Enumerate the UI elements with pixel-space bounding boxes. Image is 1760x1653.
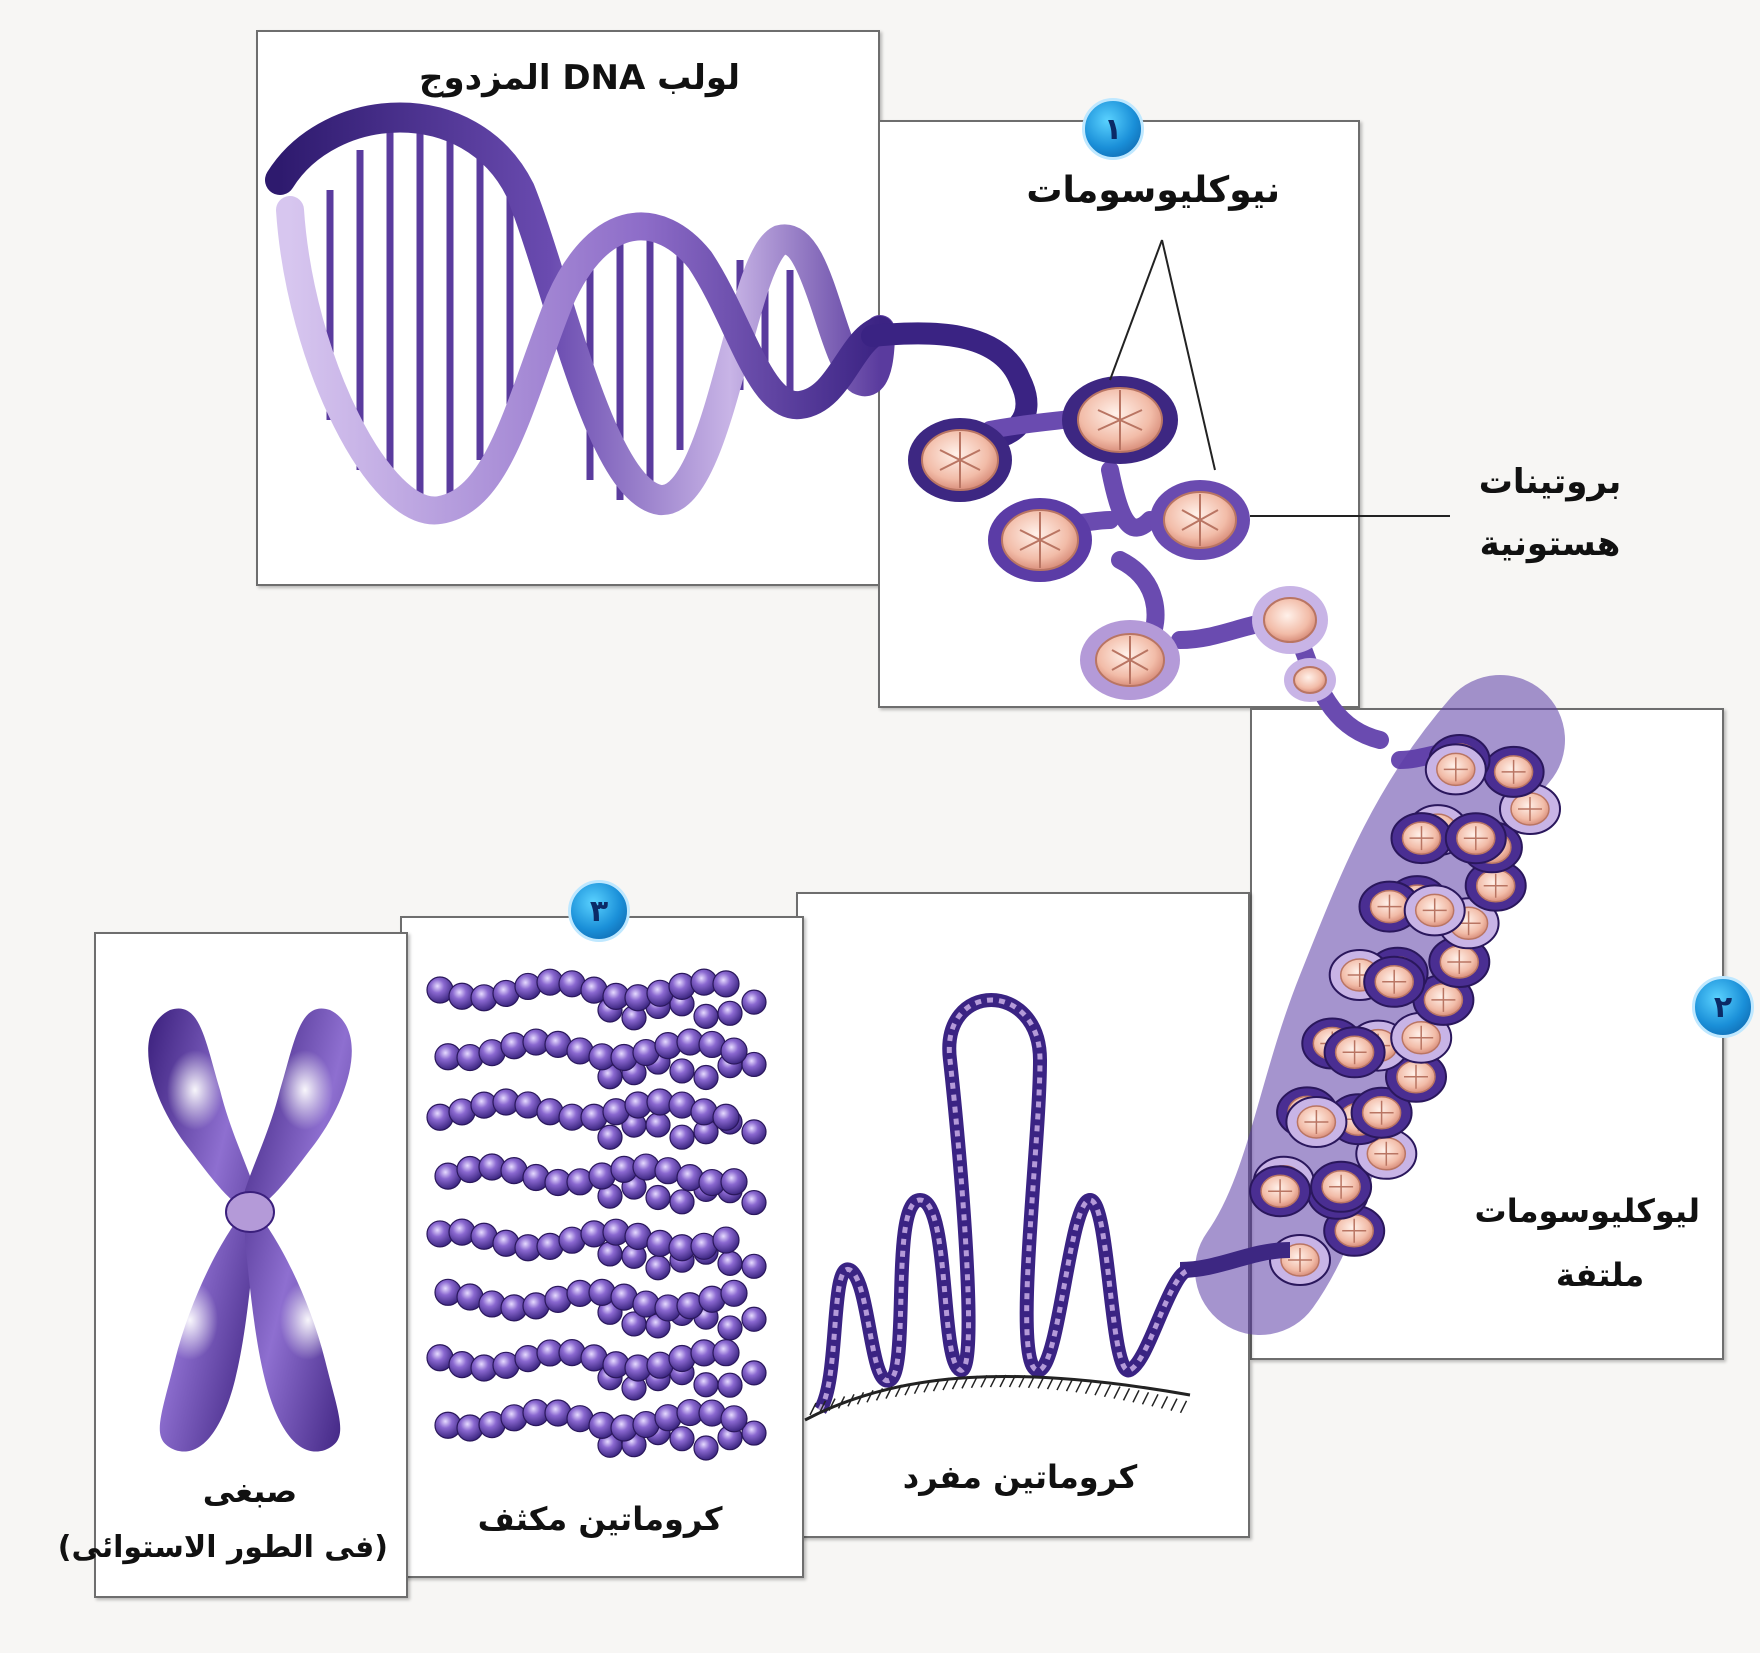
label-histone-proteins-1: بروتينات — [1478, 462, 1622, 502]
chromatin-bead — [693, 1064, 719, 1091]
chromatin-bead — [720, 1168, 748, 1196]
chromatin-bead — [741, 1306, 767, 1332]
chromatin-bead — [741, 1189, 767, 1216]
chromatin-bead — [717, 1250, 743, 1276]
chromatin-bead — [717, 1372, 743, 1398]
chromatin-bead — [741, 1253, 767, 1279]
coiled-nucleosome — [1444, 812, 1507, 865]
chromatin-bead — [741, 1360, 767, 1386]
coiled-nucleosome — [1464, 859, 1527, 912]
nucleosome-group — [908, 376, 1336, 702]
coiled-nucleosome — [1482, 745, 1545, 798]
chromatin-bead — [669, 1124, 695, 1150]
chromatin-bead — [712, 1103, 740, 1131]
coiled-nucleosome — [1310, 1160, 1373, 1213]
label-dna-double-helix: لولب DNA المزدوج — [419, 58, 740, 98]
coiled-nucleosome-fiber — [1179, 675, 1565, 1335]
chromatin-bead — [597, 1124, 623, 1150]
step-badge-2: ٢ — [1692, 976, 1754, 1038]
chromatin-bead — [669, 1058, 695, 1084]
chromatin-bead — [492, 1229, 520, 1257]
label-coiled-nucleosomes-2: ملتفة — [1555, 1256, 1645, 1294]
chromatin-bead — [588, 1278, 616, 1306]
coiled-nucleosome — [1424, 743, 1487, 796]
chromatin-bead — [741, 1420, 767, 1446]
chromatin-bead — [470, 984, 498, 1012]
coiled-nucleosome — [1403, 884, 1466, 937]
label-histone-proteins-2: هستونية — [1479, 524, 1621, 564]
coiled-nucleosome — [1385, 1050, 1447, 1103]
step-badge-3: ٣ — [568, 880, 630, 942]
chromatin-bead — [669, 1426, 695, 1452]
chromatin-bead — [624, 984, 652, 1012]
single-chromatin-loops — [804, 993, 1193, 1422]
label-condensed-chromatin: كروماتين مكثف — [477, 1500, 723, 1538]
coiled-nucleosome — [1390, 812, 1453, 865]
coiled-nucleosome — [1428, 936, 1491, 988]
coiled-nucleosome — [1363, 955, 1426, 1008]
chromatin-bead — [712, 970, 740, 998]
step-badge-1: ١ — [1082, 98, 1144, 160]
chromatin-bead — [741, 1051, 767, 1078]
chromatin-bead — [645, 1184, 671, 1211]
chromatin-bead — [741, 989, 767, 1015]
chromatin-bead — [646, 1229, 674, 1257]
chromatin-bead — [720, 1405, 748, 1433]
condensed-chromatin-beads — [426, 968, 767, 1461]
chromatin-bead — [669, 1189, 695, 1215]
chromatin-bead — [693, 1003, 719, 1029]
chromatin-bead — [717, 1000, 743, 1026]
metaphase-chromosome — [148, 1008, 352, 1452]
chromatin-bead — [720, 1037, 748, 1065]
chromatin-bead — [717, 1315, 743, 1341]
chromatin-bead — [693, 1435, 719, 1461]
nucleosome-pointers — [1109, 239, 1450, 517]
chromatin-bead — [434, 1278, 462, 1306]
panel-single-chromatin — [796, 892, 1250, 1538]
coiled-nucleosome — [1249, 1165, 1312, 1218]
label-coiled-nucleosomes-1: ليوكليوسومات — [1474, 1192, 1700, 1230]
chromatin-bead — [720, 1279, 748, 1307]
chromatin-bead — [712, 1339, 740, 1367]
label-nucleosomes: نيوكليوسومات — [1026, 170, 1280, 211]
label-chromosome-2: (فى الطور الاستوائى) — [57, 1530, 388, 1565]
label-chromosome-1: صبغى — [202, 1472, 298, 1510]
dna-double-helix — [265, 102, 895, 525]
linker-dna-segments — [981, 401, 1489, 769]
chromatin-bead — [645, 1255, 671, 1281]
coiled-nucleosome — [1285, 1096, 1348, 1148]
coiled-nucleosome — [1323, 1026, 1386, 1079]
coiled-nucleosome — [1350, 1086, 1413, 1139]
chromatin-bead — [645, 1112, 671, 1138]
chromatin-bead — [741, 1119, 767, 1145]
chromatin-bead — [693, 1372, 719, 1398]
label-single-chromatin: كروماتين مفرد — [902, 1458, 1138, 1496]
chromatin-bead — [712, 1226, 740, 1254]
